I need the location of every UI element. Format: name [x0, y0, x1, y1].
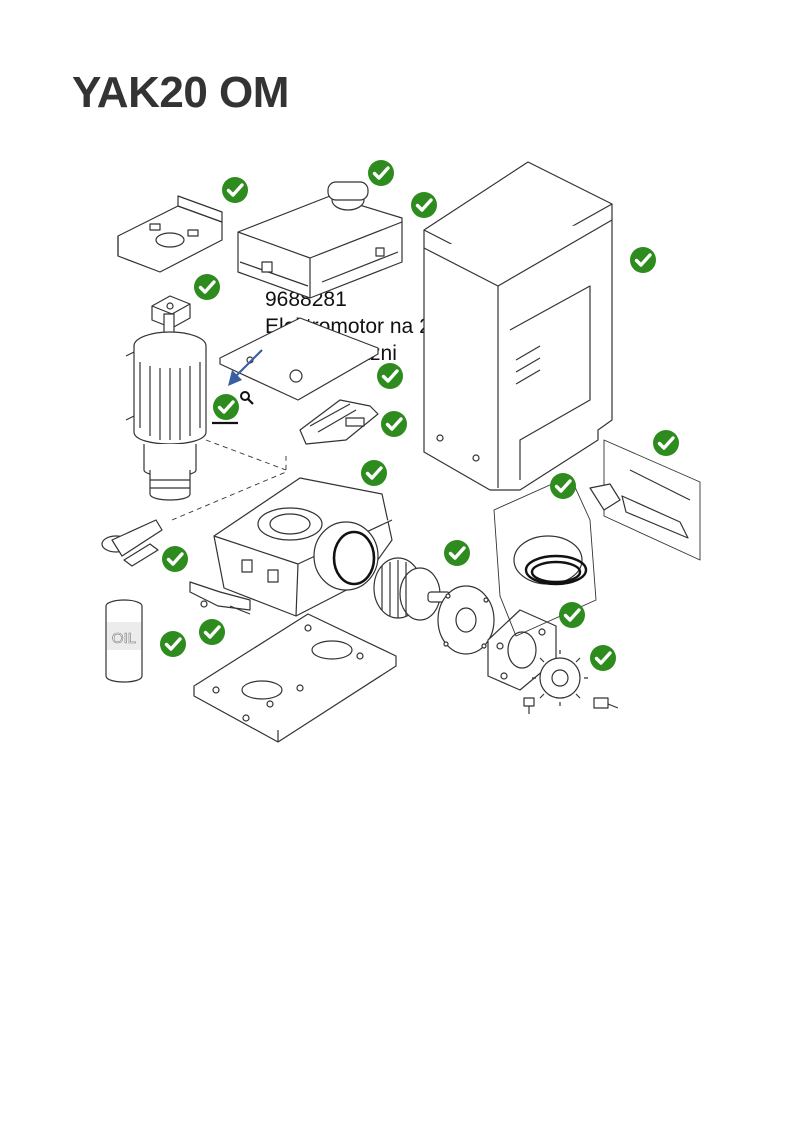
- check-circle-icon[interactable]: [193, 273, 221, 301]
- magnifier-icon[interactable]: [240, 391, 254, 405]
- screws-part: [523, 697, 619, 714]
- top-bracket-part: [117, 195, 223, 273]
- callout-arrow: [228, 349, 263, 386]
- small-clip-part: [151, 295, 191, 329]
- check-circle-icon[interactable]: [629, 246, 657, 274]
- check-circle-icon[interactable]: [549, 472, 577, 500]
- gear-cover-disc-part: [437, 585, 495, 655]
- electric-motor-part: [125, 313, 207, 501]
- cable-guide-inset: [589, 439, 701, 561]
- thin-plate-part: [219, 317, 379, 401]
- check-circle-icon[interactable]: [652, 429, 680, 457]
- check-circle-icon[interactable]: [380, 410, 408, 438]
- flange-part: [487, 609, 557, 691]
- o-ring-part: [332, 530, 376, 586]
- oil-label: OIL: [112, 630, 136, 647]
- gearbox-housing-part: [213, 477, 393, 617]
- check-circle-icon[interactable]: [589, 644, 617, 672]
- base-plate-part: [193, 613, 397, 743]
- check-circle-icon[interactable]: [221, 176, 249, 204]
- check-circle-icon[interactable]: [367, 159, 395, 187]
- pinion-gear-part: [532, 650, 588, 706]
- main-housing-part: [423, 161, 613, 491]
- check-circle-icon[interactable]: [443, 539, 471, 567]
- worm-gear-part: [373, 557, 451, 621]
- check-circle-icon[interactable]: [360, 459, 388, 487]
- oil-can-part: [105, 599, 143, 683]
- page-title: YAK20 OM: [72, 68, 289, 117]
- pawl-parts: [189, 581, 251, 615]
- motor-cover-part: [237, 181, 403, 299]
- part-number: 9688281: [265, 288, 347, 311]
- check-circle-icon[interactable]: [198, 618, 226, 646]
- check-circle-icon[interactable]: [161, 545, 189, 573]
- gasket-rings-part: [524, 554, 588, 586]
- limit-switch-bracket-part: [299, 399, 379, 445]
- release-lever-part: [101, 519, 163, 567]
- check-circle-icon[interactable]: [410, 191, 438, 219]
- check-circle-icon[interactable]: [376, 362, 404, 390]
- check-circle-icon[interactable]: [159, 630, 187, 658]
- check-circle-icon[interactable]: [558, 601, 586, 629]
- check-circle-icon[interactable]: [212, 393, 240, 421]
